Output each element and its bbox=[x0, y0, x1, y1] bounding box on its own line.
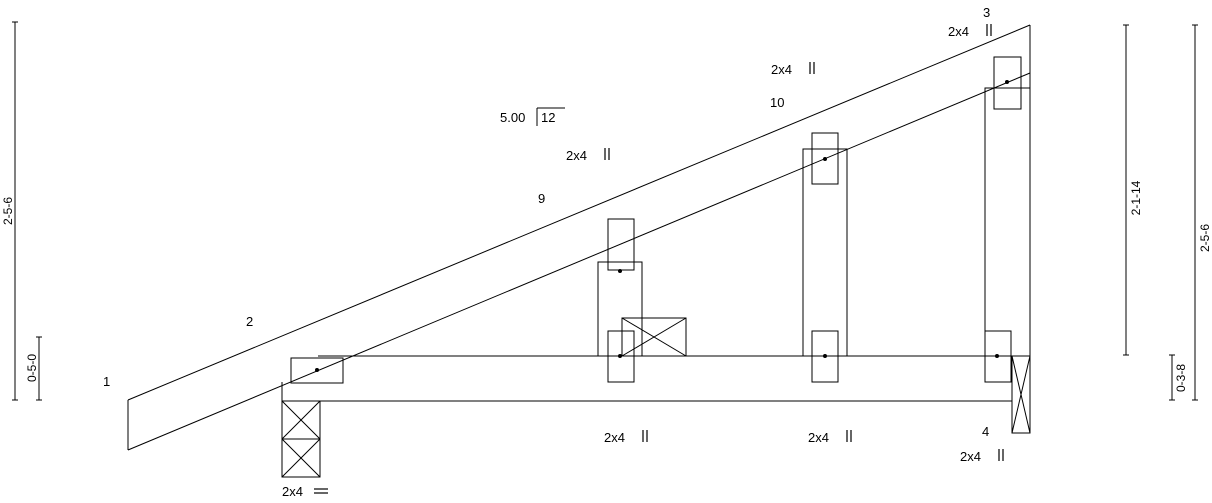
bearing-right bbox=[1011, 355, 1031, 434]
joint-dot bbox=[823, 354, 827, 358]
joint-dot bbox=[315, 368, 319, 372]
joint-label-2: 2 bbox=[246, 314, 253, 329]
plate-label-bearing-left: 2x4 bbox=[282, 484, 303, 499]
web-member-1 bbox=[597, 261, 643, 357]
pitch-rise: 5.00 bbox=[500, 110, 525, 125]
splice-plate bbox=[621, 317, 687, 357]
joint-label-1: 1 bbox=[103, 374, 110, 389]
web-member-3 bbox=[984, 87, 1031, 357]
joint-dot bbox=[1005, 80, 1009, 84]
plate-label-bottom-1: 2x4 bbox=[604, 430, 625, 445]
plate-label-top-peak: 2x4 bbox=[948, 24, 969, 39]
plate-bottom-2 bbox=[811, 330, 839, 383]
joint-dot bbox=[618, 354, 622, 358]
joint-dot bbox=[823, 157, 827, 161]
joint-label-4: 4 bbox=[982, 424, 989, 439]
plate-heel bbox=[290, 357, 344, 384]
plate-label-top-low: 2x4 bbox=[566, 148, 587, 163]
dim-left-total: 2-5-6 bbox=[1, 197, 15, 225]
dim-right-total: 2-5-6 bbox=[1198, 224, 1212, 252]
dim-right-heel: 0-3-8 bbox=[1174, 364, 1188, 392]
plate-top-peak bbox=[993, 56, 1022, 110]
joint-dot bbox=[995, 354, 999, 358]
dim-right-inner: 2-1-14 bbox=[1129, 180, 1143, 215]
plate-label-top-mid: 2x4 bbox=[771, 62, 792, 77]
pitch-run: 12 bbox=[541, 110, 555, 125]
joint-label-10: 10 bbox=[770, 95, 784, 110]
dim-left-heel: 0-5-0 bbox=[25, 354, 39, 382]
plate-label-bottom-2: 2x4 bbox=[808, 430, 829, 445]
plate-label-bottom-right: 2x4 bbox=[960, 449, 981, 464]
top-chord-lower bbox=[127, 72, 1031, 451]
joint-label-9: 9 bbox=[538, 191, 545, 206]
top-chord-upper bbox=[127, 24, 1031, 401]
joint-dot bbox=[618, 269, 622, 273]
web-member-2 bbox=[802, 148, 848, 357]
plate-bottom-right bbox=[984, 330, 1012, 383]
joint-label-3: 3 bbox=[983, 5, 990, 20]
plate-top-web-3 bbox=[811, 132, 839, 185]
